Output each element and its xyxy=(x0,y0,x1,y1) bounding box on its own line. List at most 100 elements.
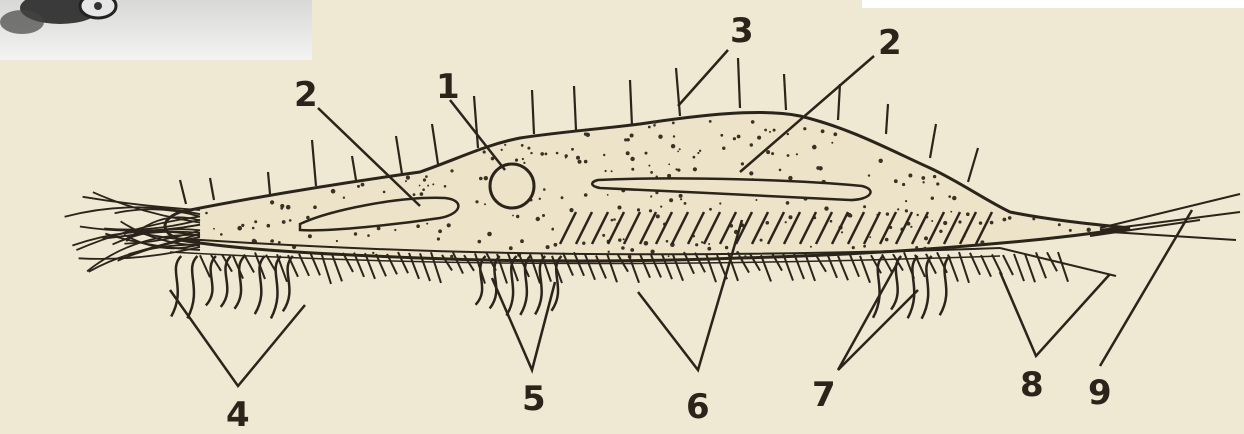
stipple-dot xyxy=(530,152,532,154)
stipple-dot xyxy=(512,215,514,217)
stipple-dot xyxy=(719,202,721,204)
stipple-dot xyxy=(289,219,292,222)
stipple-dot xyxy=(286,205,291,210)
stipple-dot xyxy=(671,144,675,148)
stipple-dot xyxy=(427,185,429,187)
stipple-dot xyxy=(613,218,616,221)
stipple-dot xyxy=(556,152,559,155)
ventral-cilium xyxy=(1058,252,1068,282)
stipple-dot xyxy=(764,129,767,132)
stipple-dot xyxy=(693,156,696,159)
ventral-cilium xyxy=(816,255,826,272)
dorsal-bristle xyxy=(968,148,978,182)
stipple-dot xyxy=(760,239,763,242)
stipple-dot xyxy=(487,232,492,237)
stipple-dot xyxy=(1003,218,1007,222)
stipple-dot xyxy=(933,175,936,178)
stipple-dot xyxy=(504,144,506,146)
ventral-cilium xyxy=(1014,254,1024,281)
stipple-dot xyxy=(649,209,652,212)
dorsal-bristle xyxy=(838,84,840,120)
cirrus xyxy=(206,256,216,305)
stipple-dot xyxy=(1069,229,1072,232)
stipple-dot xyxy=(966,212,970,216)
stipple-dot xyxy=(943,221,947,225)
stipple-dot xyxy=(546,245,550,249)
stipple-dot xyxy=(668,255,670,257)
stipple-dot xyxy=(707,247,711,251)
stipple-dot xyxy=(708,243,710,245)
stipple-dot xyxy=(1087,228,1091,232)
stipple-dot xyxy=(830,220,833,223)
cirrus xyxy=(255,256,265,314)
stipple-dot xyxy=(420,192,424,196)
stipple-dot xyxy=(450,255,453,258)
stipple-dot xyxy=(432,183,434,185)
stipple-dot xyxy=(270,240,272,242)
stipple-dot xyxy=(631,168,634,171)
stipple-dot xyxy=(831,142,833,144)
stipple-dot xyxy=(803,127,806,130)
ventral-cilium xyxy=(321,252,331,284)
stipple-dot xyxy=(618,206,622,210)
stipple-dot xyxy=(484,176,488,180)
ventral-cilium xyxy=(761,255,771,281)
stipple-dot xyxy=(413,193,416,196)
stipple-dot xyxy=(306,216,310,220)
stipple-dot xyxy=(437,237,440,240)
stipple-dot xyxy=(833,132,837,136)
stipple-dot xyxy=(720,134,723,137)
stipple-dot xyxy=(749,171,753,175)
stipple-dot xyxy=(863,205,866,208)
stipple-dot xyxy=(438,229,442,233)
stipple-dot xyxy=(779,169,782,172)
stipple-dot xyxy=(673,135,675,137)
stipple-dot xyxy=(267,224,271,228)
stipple-dot xyxy=(722,147,725,150)
stipple-dot xyxy=(416,224,420,228)
stipple-dot xyxy=(697,152,699,154)
ventral-cilium xyxy=(310,252,320,275)
stipple-dot xyxy=(773,129,776,132)
stipple-dot xyxy=(543,188,546,191)
stipple-dot xyxy=(785,221,787,223)
stipple-dot xyxy=(660,206,662,208)
stipple-dot xyxy=(343,197,345,199)
cirrus xyxy=(535,256,545,314)
stipple-dot xyxy=(501,149,503,151)
stipple-dot xyxy=(406,176,410,180)
stipple-dot xyxy=(426,223,428,225)
stipple-dot xyxy=(852,246,855,249)
stipple-dot xyxy=(607,194,609,196)
stipple-dot xyxy=(672,122,675,125)
stipple-dot xyxy=(644,241,649,246)
stipple-dot xyxy=(394,229,396,231)
stipple-dot xyxy=(741,162,744,165)
ventral-cilium xyxy=(299,254,309,276)
stipple-dot xyxy=(425,175,428,178)
stipple-dot xyxy=(569,208,573,212)
cirrus xyxy=(922,256,932,319)
stipple-dot xyxy=(582,242,585,245)
stipple-dot xyxy=(958,220,961,223)
leader-3 xyxy=(678,50,728,106)
nucleus xyxy=(490,164,534,208)
stipple-dot xyxy=(220,233,223,236)
stipple-dot xyxy=(679,148,681,150)
stipple-dot xyxy=(280,207,283,210)
stipple-dot xyxy=(367,234,370,237)
dorsal-bristle xyxy=(676,68,680,116)
stipple-dot xyxy=(561,196,564,199)
stipple-dot xyxy=(603,154,605,156)
stipple-dot xyxy=(536,217,540,221)
caudal-cilium xyxy=(1100,212,1240,230)
dorsal-bristle xyxy=(396,136,402,174)
stipple-dot xyxy=(308,234,312,238)
stipple-dot xyxy=(282,220,286,224)
stipple-dot xyxy=(651,250,655,254)
stipple-dot xyxy=(645,152,648,155)
stipple-dot xyxy=(444,185,447,188)
stipple-dot xyxy=(331,189,336,194)
label-1: 1 xyxy=(436,67,460,107)
